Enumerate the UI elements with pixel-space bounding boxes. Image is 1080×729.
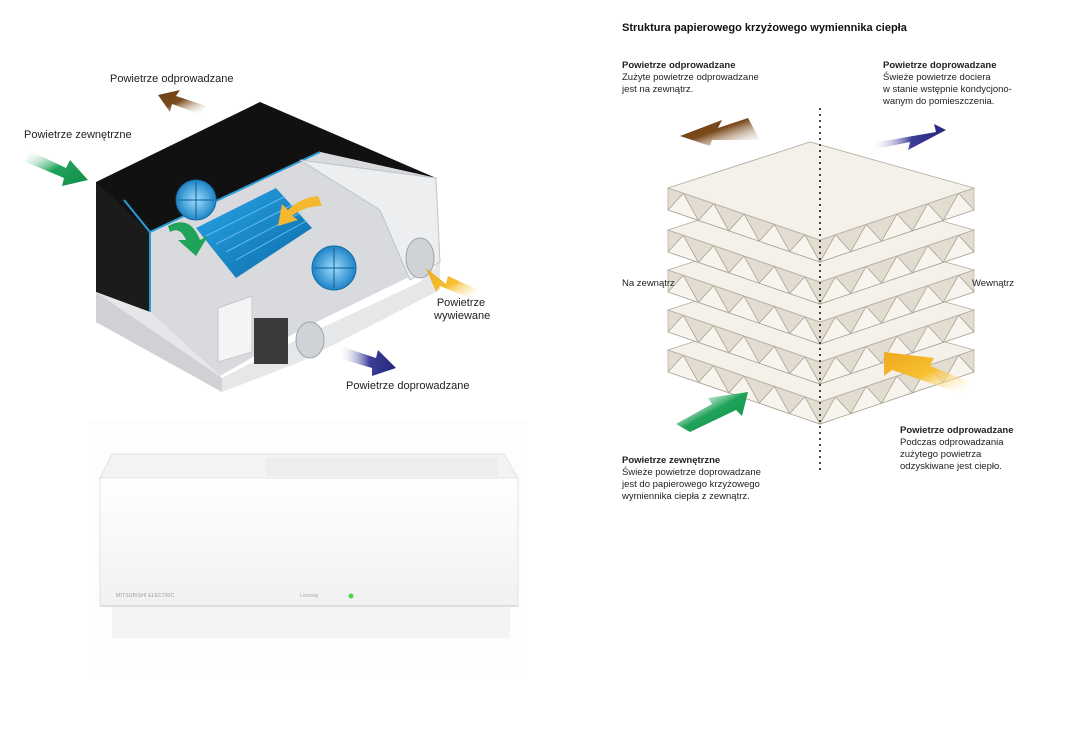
exchanger-flute [942,192,975,222]
exchanger-flute [788,276,821,305]
exchanger-illustration [666,108,976,472]
exchanger-flute [880,255,914,284]
exchanger-flute [849,265,883,295]
note-top-right-line3: wanym do pomieszczenia. [883,96,995,107]
exchanger-flute [911,202,944,232]
exchanger-flute [697,202,730,232]
unit-casing-top [96,102,436,310]
exchanger-flute [667,314,700,344]
side-label-outside: Na zewnątrz [622,278,675,289]
label-extract-air-line1: Powietrze [436,297,486,309]
exchanger-flute [911,284,944,314]
exchanger-flute [880,295,914,324]
exchanger-flute [667,354,700,384]
exchanger-flute [758,385,791,415]
exchanger-flute [942,274,975,304]
outdoor-air-inner-arrow [168,222,208,256]
exchanger-flute [849,305,883,335]
note-bottom-left: Powietrze zewnętrzne Świeże powietrze do… [622,455,761,503]
exchanger-flute [911,244,944,274]
note-bottom-right-heading: Powietrze odprowadzane [900,425,1014,436]
label-extract-air: Powietrze wywiewane [434,297,491,323]
exchanger-flute [880,375,914,404]
exchanger-flute [849,223,883,253]
label-outdoor-air: Powietrze zewnętrzne [24,129,132,141]
exchanger-flute [758,265,791,295]
note-bottom-left-heading: Powietrze zewnętrzne [622,455,721,466]
exchanger-flute [697,324,730,354]
device-brand-text: MITSUBISHI ELECTRIC [116,593,175,599]
note-bottom-right-line2: zużytego powietrza [900,449,982,460]
note-top-left: Powietrze odprowadzane Zużyte powietrze … [622,60,759,96]
label-supply-air: Powietrze doprowadzane [346,380,470,392]
exhaust-air-arrow [158,90,206,114]
extract-air-inner-arrow [278,196,322,226]
exchanger-flute [728,255,761,284]
supply-duct [295,321,325,359]
exchanger-flute [849,345,883,375]
exchanger-flute [758,305,791,335]
outdoor-air-arrow [26,150,88,186]
note-top-right: Powietrze doprowadzane Świeże powietrze … [883,60,1012,108]
exchanger-flute [788,396,821,425]
exchanger-flute [667,234,700,264]
exchanger-extract-arrow [884,352,970,394]
exchanger-flute [758,223,791,253]
exchanger-flute [697,364,730,394]
note-top-right-heading: Powietrze doprowadzane [883,60,997,71]
diagram-title: Struktura papierowego krzyżowego wymienn… [622,22,907,34]
exchanger-flute [758,345,791,375]
exchanger-flute [788,234,821,263]
exchanger-flute [819,234,852,263]
exchanger-flute [819,356,852,385]
exchanger-flute [819,276,852,305]
note-bottom-left-line1: Świeże powietrze doprowadzane [622,467,761,478]
exchanger-outdoor-arrow [676,392,748,432]
extract-duct [405,237,435,279]
note-top-right-line1: Świeże powietrze dociera [883,72,991,83]
exchanger-flute [880,213,914,242]
note-top-left-line2: jest na zewnątrz. [622,84,694,95]
note-top-left-heading: Powietrze odprowadzane [622,60,736,71]
exchanger-supply-arrow [870,124,946,150]
ventilation-unit-cutaway [26,90,478,392]
exchanger-flute [819,316,852,345]
device-photo [88,420,528,680]
exchanger-flute [667,192,700,222]
exchanger-flute [667,274,700,304]
exchanger-exhaust-arrow [680,118,760,146]
note-top-left-line1: Zużyte powietrze odprowadzane [622,72,759,83]
exchanger-flute [911,324,944,354]
exchanger-flute [942,314,975,344]
exchanger-flute [788,316,821,345]
note-bottom-right: Powietrze odprowadzane Podczas odprowadz… [900,425,1014,473]
note-bottom-right-line1: Podczas odprowadzania [900,437,1004,448]
note-top-right-line2: w stanie wstępnie kondycjono- [883,84,1012,95]
exchanger-flute [942,234,975,264]
label-extract-air-line2: wywiewane [434,310,491,322]
exchanger-flute [819,396,852,425]
exchanger-flute [728,213,761,242]
extract-air-arrow [426,268,478,300]
exchanger-flute [788,356,821,385]
supply-air-arrow [338,346,396,376]
device-model-text: Lossnay [300,593,319,599]
exchanger-flute [849,385,883,415]
side-label-inside: Wewnątrz [972,278,1015,289]
power-led [348,593,354,599]
note-bottom-left-line2: jest do papierowego krzyżowego [622,479,760,490]
exchanger-flute [728,295,761,324]
exchanger-sheet [666,141,976,241]
note-bottom-right-line3: odzyskiwane jest ciepło. [900,461,1002,472]
exchanger-flute [728,335,761,364]
note-bottom-left-line3: wymiennika ciepła z zewnątrz. [622,491,750,502]
exchanger-flute [697,284,730,314]
label-exhaust-air: Powietrze odprowadzane [110,73,234,85]
exchanger-flute [697,244,730,274]
filter-block [254,318,288,364]
unit-casing-left [96,182,150,312]
